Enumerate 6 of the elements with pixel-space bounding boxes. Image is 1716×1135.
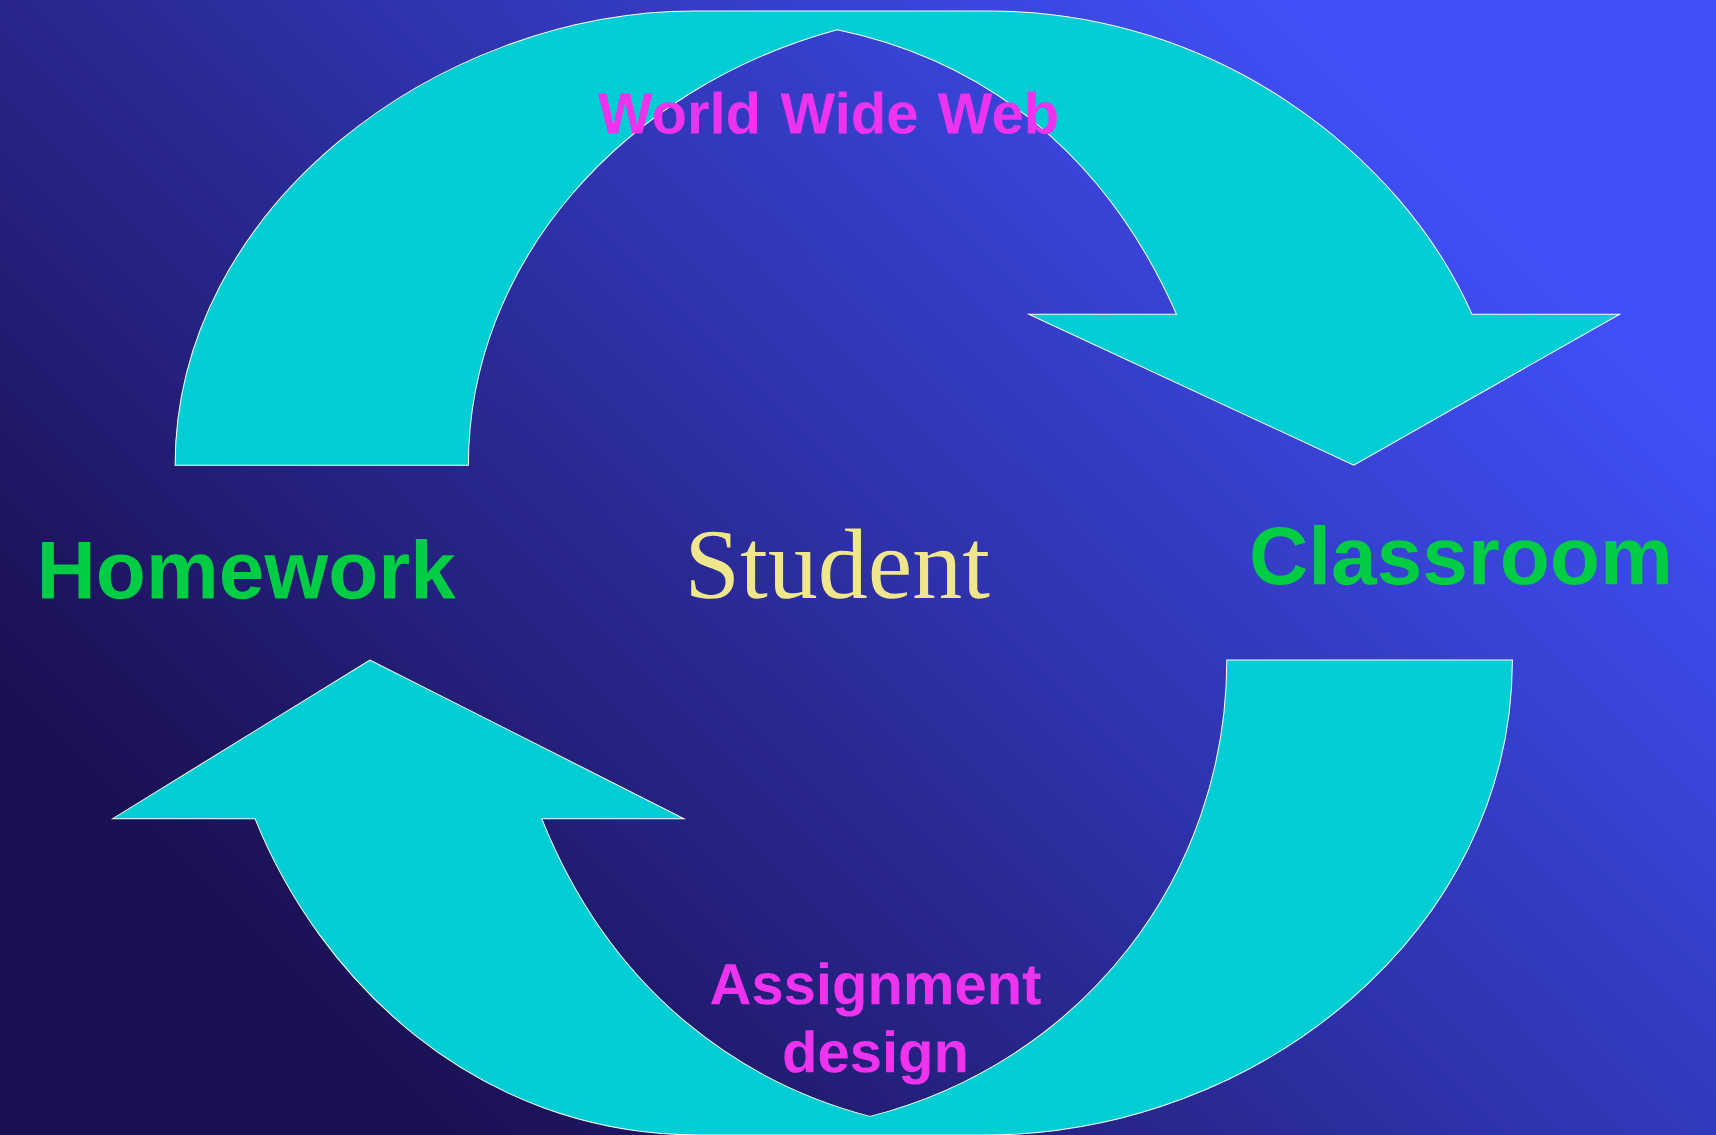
edge-label: Assignment design <box>711 962 1041 1085</box>
node-label: Student <box>691 528 990 599</box>
curved-arrow <box>112 659 1513 1135</box>
node-label: Homework <box>42 539 456 600</box>
curved-arrow <box>174 10 1621 466</box>
node-label: Classroom <box>1252 524 1668 586</box>
